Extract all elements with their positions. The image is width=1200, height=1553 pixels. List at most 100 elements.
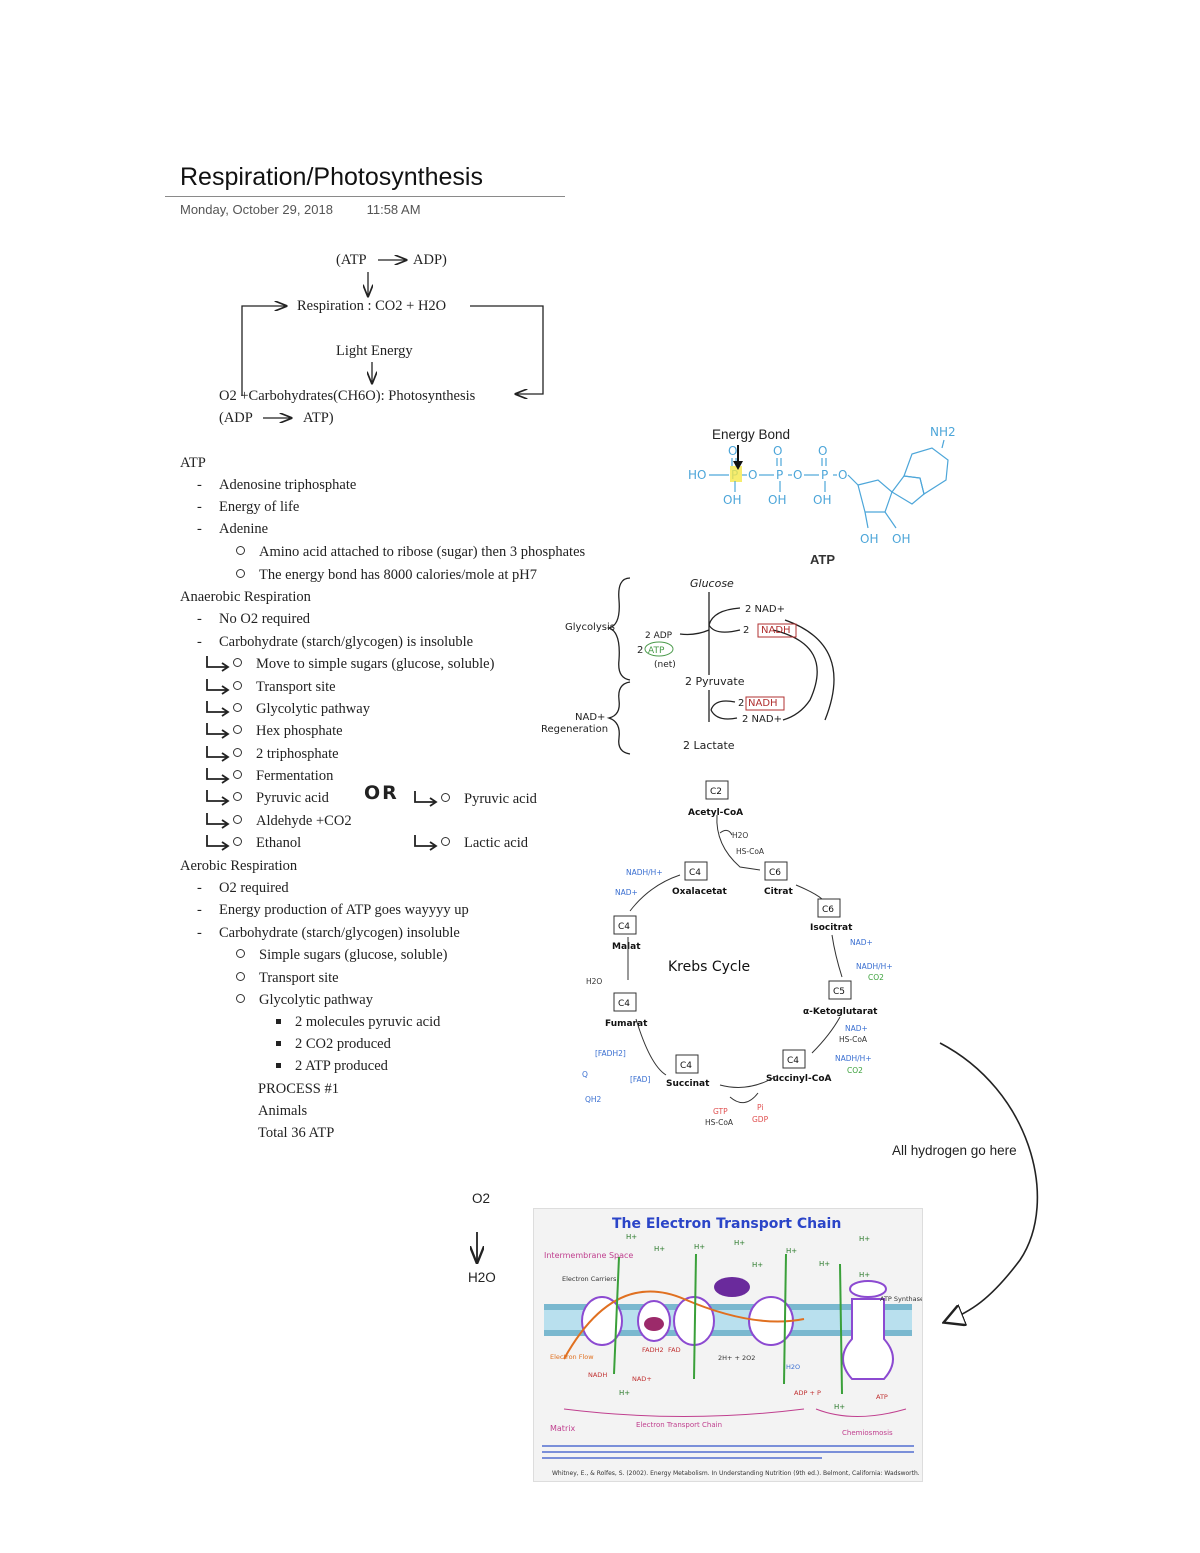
krebs-gtp: GTP <box>713 1107 728 1116</box>
electron-carriers-label: Electron Carriers <box>562 1275 617 1283</box>
fumarat-label: Fumarat <box>605 1019 648 1029</box>
electron-flow-path <box>563 1290 805 1360</box>
krebs-co2: CO2 <box>868 973 884 982</box>
h-plus: H+ <box>786 1247 797 1255</box>
title-rule <box>165 196 565 197</box>
fad-label: FAD <box>668 1346 681 1354</box>
krebs-box-c2: C2 <box>710 787 722 797</box>
bridge-o: O <box>838 468 847 482</box>
alt-step: Lactic acid <box>441 835 528 852</box>
krebs-fad: [FAD] <box>630 1075 650 1084</box>
nh2-label: NH2 <box>930 425 956 439</box>
succinat-label: Succinat <box>666 1079 710 1089</box>
lactate-label: 2 Lactate <box>683 739 735 752</box>
cytochrome-c <box>714 1277 750 1297</box>
krebs-nadh: NADH/H+ <box>626 868 663 877</box>
matrix-label: Matrix <box>550 1424 575 1433</box>
anaerobic-step: Hex phosphate <box>233 723 343 740</box>
krebs-box: C4 <box>618 922 630 932</box>
aerobic-subitem: Simple sugars (glucose, soluble) <box>236 947 447 964</box>
atp-heading: ATP <box>180 455 206 471</box>
aerobic-note: PROCESS #1 <box>258 1081 339 1097</box>
etc-figure: The Electron Transport Chain Intermembra… <box>533 1208 924 1482</box>
citrat-label: Citrat <box>764 887 794 897</box>
anaerobic-step: Glycolytic pathway <box>233 701 370 718</box>
anaerobic-step: Aldehyde +CO2 <box>233 813 352 830</box>
nadh-label: NADH <box>588 1371 607 1379</box>
adp-p-label: ADP + P <box>794 1389 821 1397</box>
atp-bottom: ATP) <box>303 410 334 426</box>
nad-label: NAD+ <box>632 1375 652 1383</box>
net-label: (net) <box>654 660 676 670</box>
h-plus: H+ <box>654 1245 665 1253</box>
anaerobic-item: Carbohydrate (starch/glycogen) is insolu… <box>197 634 473 651</box>
water-eq-label: 2H+ + 2O2 <box>718 1354 755 1362</box>
nad-regen-label: NAD+ <box>575 712 605 723</box>
oh-label: OH <box>723 493 741 507</box>
aerobic-item: O2 required <box>197 880 289 897</box>
h2o-label: H2O <box>468 1270 496 1285</box>
h-plus: H+ <box>859 1271 870 1279</box>
page-time: 11:58 AM <box>366 202 421 217</box>
atp-item: Adenosine triphosphate <box>197 477 356 494</box>
ho-group: HO <box>688 468 706 482</box>
oxalacetat-label: Oxalacetat <box>672 887 728 897</box>
or-label: OR <box>364 782 399 804</box>
alt-step: Pyruvic acid <box>441 791 537 808</box>
chemiosmosis-label: Chemiosmosis <box>842 1429 893 1437</box>
two-atp-num: 2 <box>637 645 643 656</box>
photosynthesis-eq: O2 +Carbohydrates(CH6O): Photosynthesis <box>219 388 476 404</box>
glucose-label: Glucose <box>690 577 734 590</box>
anaerobic-step: Fermentation <box>233 768 333 785</box>
anaerobic-step: Pyruvic acid <box>233 790 329 807</box>
bridge-o: O <box>748 468 757 482</box>
nadh-in-num: 2 <box>738 698 744 709</box>
krebs-hscoa: HS-CoA <box>839 1035 868 1044</box>
krebs-nad: NAD+ <box>850 938 873 947</box>
krebs-box: C4 <box>618 999 630 1009</box>
electron-flow-label: Electron Flow <box>550 1353 594 1361</box>
etc-citation: Whitney, E., & Rolfes, S. (2002). Energy… <box>552 1470 920 1477</box>
h-plus: H+ <box>834 1403 845 1411</box>
krebs-hscoa: HS-CoA <box>705 1118 734 1127</box>
krebs-box: C4 <box>689 868 701 878</box>
double-o: O <box>728 444 737 458</box>
atp-subitem: The energy bond has 8000 calories/mole a… <box>236 567 537 584</box>
krebs-hscoa: HS-CoA <box>736 847 765 856</box>
krebs-nadh: NADH/H+ <box>835 1054 872 1063</box>
h-plus: H+ <box>619 1389 630 1397</box>
page-title: Respiration/Photosynthesis <box>180 163 483 191</box>
aerobic-subitem: Glycolytic pathway <box>236 992 373 1009</box>
atp-top: (ATP <box>336 252 367 268</box>
krebs-box: C5 <box>833 987 845 997</box>
anaerobic-item: No O2 required <box>197 611 310 628</box>
atp-oval-label: ATP <box>648 646 665 656</box>
bridge-o: O <box>793 468 802 482</box>
double-o: O <box>818 444 827 458</box>
phosphate-p: P <box>776 468 783 482</box>
h-plus: H+ <box>734 1239 745 1247</box>
krebs-nad: NAD+ <box>845 1024 868 1033</box>
fadh2-label: FADH2 <box>642 1346 664 1354</box>
nadh-in-label: NADH <box>748 698 778 709</box>
glyco-item: 2 ATP produced <box>276 1058 388 1075</box>
isocitrat-label: Isocitrat <box>810 923 853 933</box>
krebs-box: C6 <box>769 868 781 878</box>
atp-item: Energy of life <box>197 499 299 516</box>
h-plus: H+ <box>694 1243 705 1251</box>
oh-label: OH <box>892 532 910 546</box>
krebs-pi: Pi <box>757 1103 763 1112</box>
page-meta: Monday, October 29, 2018 11:58 AM <box>180 202 451 217</box>
anaerobic-heading: Anaerobic Respiration <box>180 589 311 605</box>
anaerobic-step: Ethanol <box>233 835 301 852</box>
phosphate-p: P <box>821 468 828 482</box>
h-plus: H+ <box>859 1235 870 1243</box>
aerobic-note: Animals <box>258 1103 308 1119</box>
atp-subitem: Amino acid attached to ribose (sugar) th… <box>236 544 585 561</box>
anaerobic-step: Move to simple sugars (glucose, soluble) <box>233 656 494 673</box>
krebs-h2o: H2O <box>732 831 748 840</box>
krebs-q: Q <box>582 1070 588 1079</box>
malat-label: Malat <box>612 942 641 952</box>
oh-label: OH <box>813 493 831 507</box>
nad-regen-label: Regeneration <box>541 724 608 735</box>
